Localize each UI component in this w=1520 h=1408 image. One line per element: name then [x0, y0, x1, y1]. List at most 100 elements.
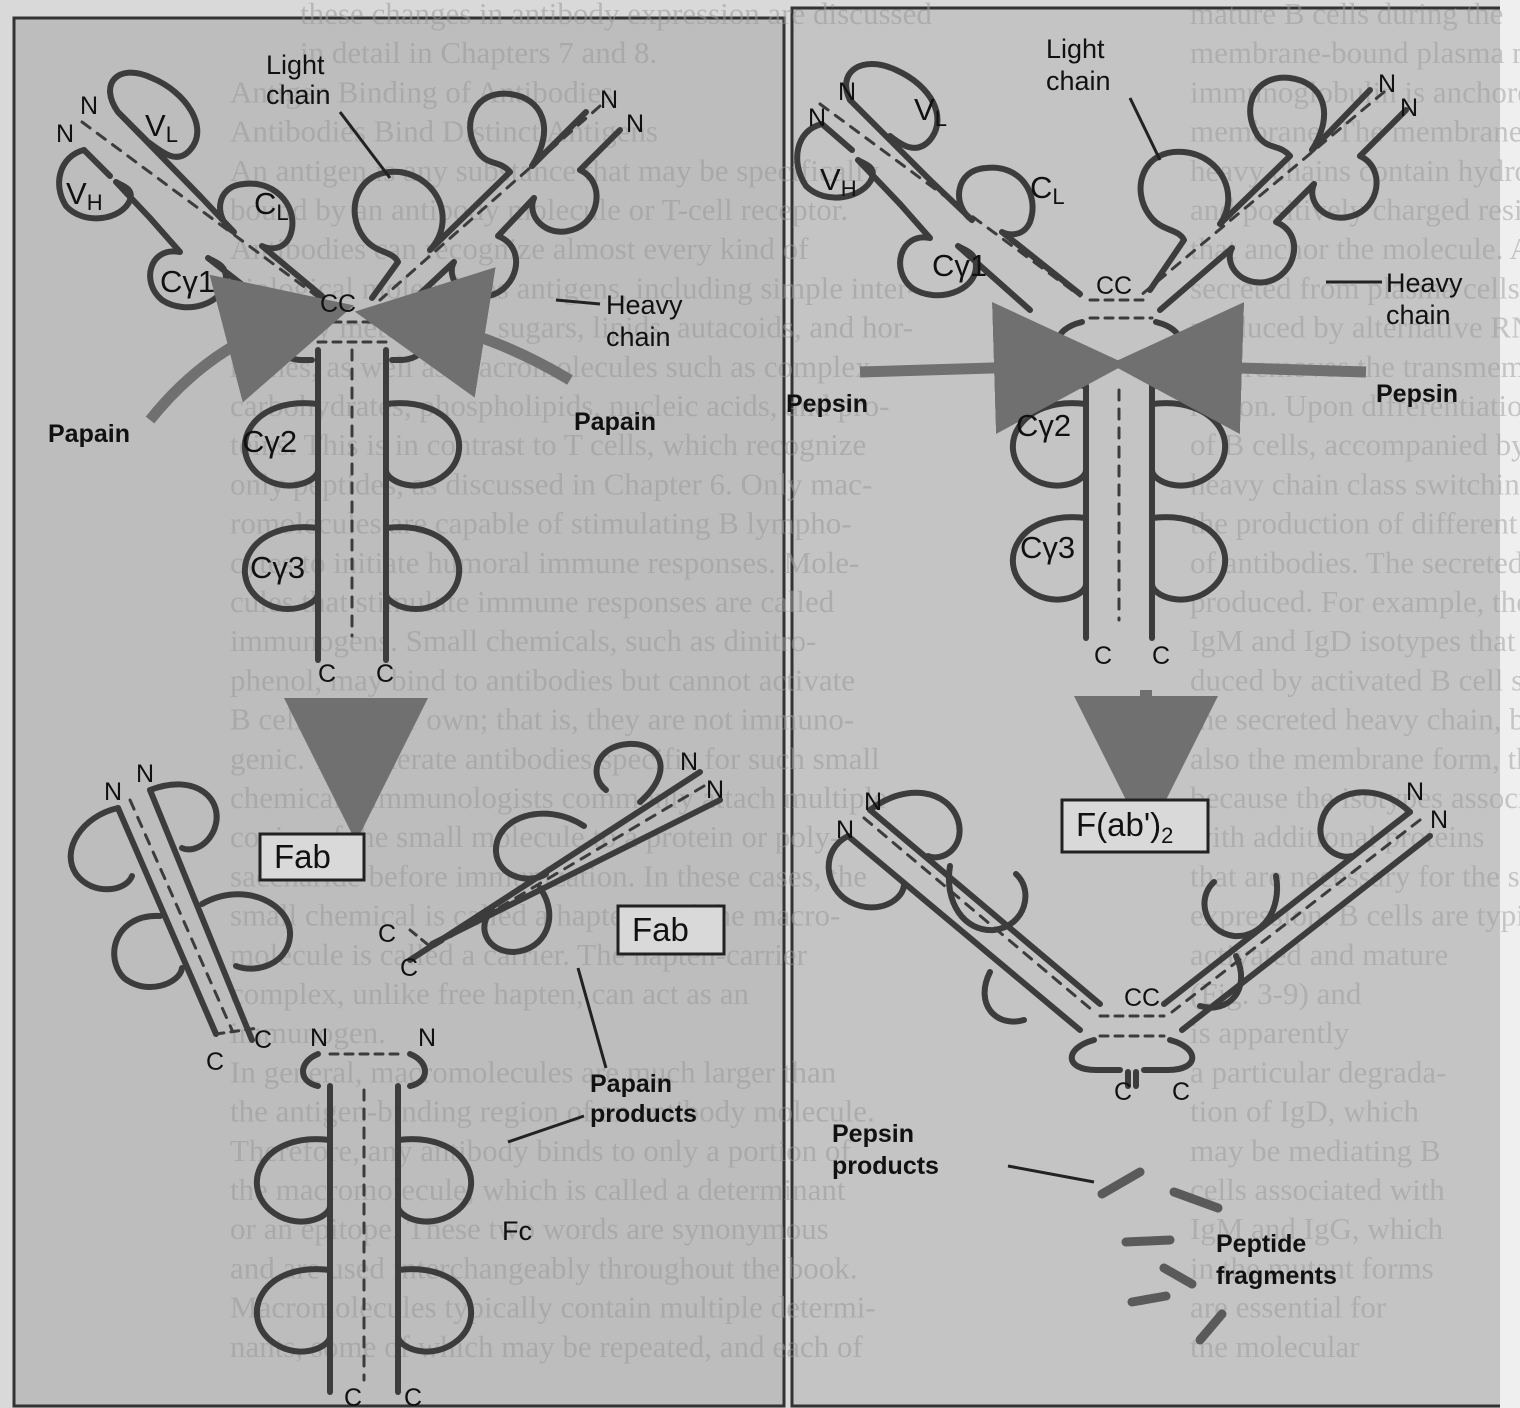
c-terminus-label: C: [376, 660, 394, 688]
background-text-line: B cells on their own; that is, they are …: [230, 702, 854, 737]
background-text-line: duced by activated B cell synthesize: [1190, 662, 1520, 697]
background-text-line: complex, unlike free hapten, can act as …: [230, 976, 750, 1011]
c-terminus-label: C: [1152, 642, 1170, 670]
fc-label: Fc: [502, 1216, 532, 1246]
background-text-line: Antibodies Bind Distinct Antigens: [230, 114, 658, 149]
left-heavy-chain-label-2: chain: [606, 322, 671, 352]
n-terminus-label: N: [136, 760, 154, 788]
n-terminus-label: N: [56, 120, 74, 148]
c-terminus-label: C: [344, 1384, 362, 1408]
n-terminus-label: N: [418, 1024, 436, 1052]
background-text-line: and positively charged residues: [1190, 192, 1520, 227]
fab-label-2: Fab: [632, 911, 689, 948]
background-text-line: heavy chain class switching, resulting i…: [1190, 466, 1520, 501]
right-disulfide-label: CC: [1096, 272, 1132, 300]
n-terminus-label: N: [1378, 70, 1396, 98]
n-terminus-label: N: [104, 778, 122, 806]
c-terminus-label: C: [318, 660, 336, 688]
n-terminus-label: N: [836, 816, 854, 844]
peptide-fragment: [1126, 1240, 1170, 1242]
background-text-line: of antibodies. The secreted form of Ig i…: [1190, 545, 1520, 580]
background-text-line: teins. This is in contrast to T cells, w…: [230, 427, 866, 462]
fab2-label: F(ab')2: [1076, 806, 1173, 848]
background-text-line: Macromolecules typically contain multipl…: [230, 1290, 876, 1325]
c-terminus-label: C: [1114, 1078, 1132, 1106]
right-heavy-chain-label-1: Heavy: [1386, 268, 1463, 298]
background-text-line: the production of different forms: [1190, 506, 1520, 541]
background-text-line: expression. B cells are typically: [1190, 898, 1520, 933]
pepsin-products-label-2: products: [832, 1152, 939, 1180]
n-terminus-label: N: [838, 78, 856, 106]
background-text-line: small chemical is called a hapten, and t…: [230, 898, 840, 933]
background-text-line: mature B cells during the: [1190, 0, 1503, 31]
c-terminus-label: C: [404, 1384, 422, 1408]
background-text-line: membrane. The membrane forms of: [1190, 114, 1520, 149]
background-text-line: IgM and IgD isotypes that pro-: [1190, 623, 1520, 658]
left-cg3-label: Cγ3: [250, 550, 305, 585]
background-text-line: produced. For example, the: [1190, 584, 1520, 619]
n-terminus-label: N: [1400, 94, 1418, 122]
left-pepsin-label: Pepsin: [786, 390, 868, 418]
n-terminus-label: N: [680, 748, 698, 776]
right-cg3-label: Cγ3: [1020, 530, 1075, 565]
background-text-line: the secreted heavy chain, but: [1190, 702, 1520, 737]
right-papain-label: Papain: [574, 408, 656, 436]
background-text-line: the macromolecule, which is called a det…: [230, 1172, 846, 1207]
background-text-line: heavy chains contain hydrophobic: [1190, 153, 1520, 188]
c-terminus-label: C: [1094, 642, 1112, 670]
right-fab2-disulfide-label: CC: [1124, 984, 1160, 1012]
background-text-line: In general, macromolecules are much larg…: [230, 1054, 837, 1089]
background-text-line: An antigen is any substance that may be …: [230, 153, 880, 188]
n-terminus-label: N: [310, 1024, 328, 1052]
pepsin-products-label-1: Pepsin: [832, 1120, 914, 1148]
left-heavy-chain-label-1: Heavy: [606, 290, 683, 320]
right-cg1-label: Cγ1: [932, 248, 987, 283]
pepsin-arrow-left: [860, 366, 1060, 372]
background-text-line: chemicals, immunologists commonly attach…: [230, 780, 887, 815]
c-terminus-label: C: [378, 920, 396, 948]
background-text-line: that are necessary for the surface: [1190, 858, 1520, 893]
c-terminus-label: C: [206, 1048, 224, 1076]
c-terminus-label: C: [400, 954, 418, 982]
papain-products-label-1: Papain: [590, 1070, 672, 1098]
background-text-line: genic. To generate antibodies specific f…: [230, 741, 880, 776]
background-text-line: may be mediating B: [1190, 1133, 1441, 1168]
left-light-chain-label-1: Light: [266, 50, 325, 80]
peptide-fragments-label-2: fragments: [1216, 1262, 1337, 1290]
background-text-line: also the membrane form, this is: [1190, 741, 1520, 776]
background-text-line: only peptides, as discussed in Chapter 6…: [230, 466, 872, 501]
n-terminus-label: N: [626, 110, 644, 138]
n-terminus-label: N: [808, 104, 826, 132]
peptide-fragment: [1132, 1296, 1166, 1302]
background-text-line: cytes to initiate humoral immune respons…: [230, 545, 859, 580]
n-terminus-label: N: [1430, 806, 1448, 834]
left-cg1-label: Cγ1: [160, 264, 215, 299]
background-text-line: membrane-bound plasma mem-: [1190, 35, 1520, 70]
background-text-line: Antibodies can recognize almost every ki…: [230, 231, 809, 266]
background-text-line: of B cells, accompanied by: [1190, 427, 1520, 462]
right-light-chain-label-1: Light: [1046, 34, 1105, 64]
n-terminus-label: N: [1406, 778, 1424, 806]
background-text-line: is apparently: [1190, 1015, 1350, 1050]
left-disulfide-label: CC: [320, 290, 356, 318]
c-terminus-label: C: [254, 1026, 272, 1054]
left-cg2-label: Cγ2: [242, 424, 297, 459]
background-text-line: romolecules are capable of stimulating B…: [230, 506, 852, 541]
background-text-line: the molecular: [1190, 1329, 1360, 1364]
background-text-line: because the isotypes associate: [1190, 780, 1520, 815]
background-text-line: a particular degrada-: [1190, 1054, 1446, 1089]
n-terminus-label: N: [80, 92, 98, 120]
right-pepsin-label: Pepsin: [1376, 380, 1458, 408]
left-light-chain-label-2: chain: [266, 80, 331, 110]
c-terminus-label: C: [1172, 1078, 1190, 1106]
left-papain-label: Papain: [48, 420, 130, 448]
n-terminus-label: N: [706, 776, 724, 804]
background-text-line: in detail in Chapters 7 and 8.: [300, 35, 657, 70]
background-text-line: cells associated with: [1190, 1172, 1445, 1207]
background-text-line: the antigen-binding region of an antibod…: [230, 1094, 875, 1129]
right-light-chain-label-2: chain: [1046, 66, 1111, 96]
pepsin-arrow-right: [1176, 366, 1366, 372]
background-text-line: region. Upon differentiation: [1190, 388, 1520, 423]
peptide-fragments-label-1: Peptide: [1216, 1230, 1306, 1258]
